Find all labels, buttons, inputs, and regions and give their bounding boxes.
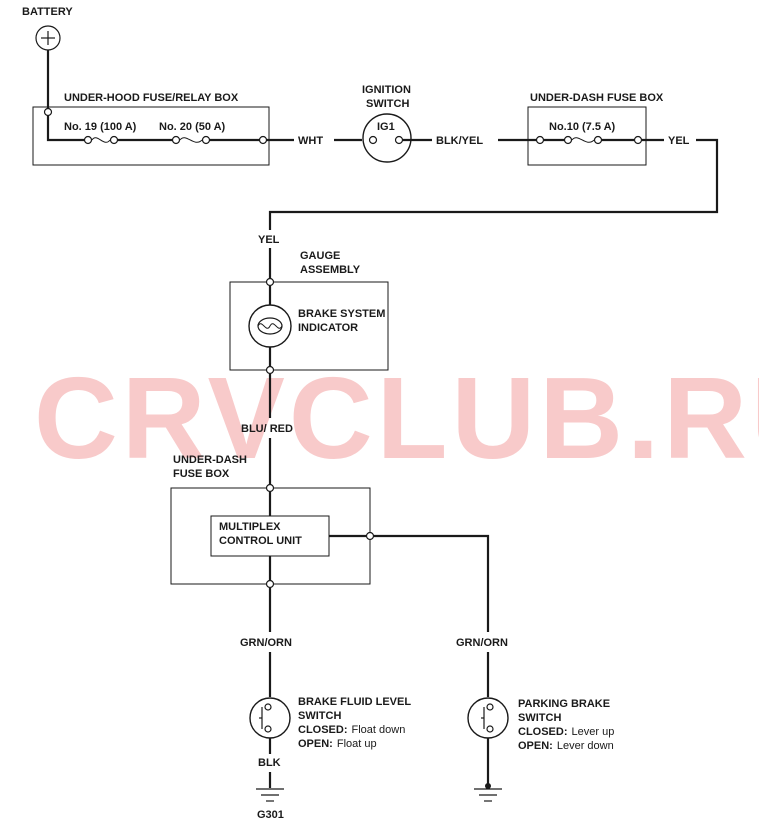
under-dash-fuse-box [527,106,647,166]
ignition-switch-label-2: SWITCH [366,98,409,110]
wire-blu-red-label: BLU/ RED [241,423,293,435]
wire-yel-route [268,138,719,230]
fuse-20-label: No. 20 (50 A) [159,121,226,133]
under-hood-fuse-box-label: UNDER-HOOD FUSE/RELAY BOX [64,92,239,104]
under-dash-fuse-box-2-label-1: UNDER-DASH [173,454,247,466]
wire-grn-orn-right-label: GRN/ORN [456,637,508,649]
wire-yel-right-label: YEL [668,135,690,147]
under-hood-fuse-box [32,106,270,166]
fluid-switch-label-2: SWITCH [298,710,341,722]
fuse-10-icon [571,137,595,143]
under-dash-fuse-box-2-label-2: FUSE BOX [173,468,230,480]
fluid-switch-open: OPEN: Float up [298,734,377,751]
fluid-switch-closed: CLOSED: Float down [298,720,405,737]
wire-wht-label: WHT [298,135,323,147]
mcu-label-1: MULTIPLEX [219,521,281,533]
parking-switch-open: OPEN: Lever down [518,736,614,753]
wire-grn-orn-left-label: GRN/ORN [240,637,292,649]
brake-fluid-level-switch-icon [249,697,291,739]
brake-indicator-label-2: INDICATOR [298,322,358,334]
brake-system-indicator-bulb-icon [248,304,292,348]
parking-switch-label-2: SWITCH [518,712,561,724]
ignition-switch [362,113,412,163]
ground-g301-label: G301 [257,809,284,821]
terminal [43,107,53,117]
brake-indicator-label-1: BRAKE SYSTEM [298,308,385,320]
fuse-19-label: No. 19 (100 A) [64,121,137,133]
fluid-switch-label-1: BRAKE FLUID LEVEL [298,696,411,708]
ground-junction-dot [485,783,491,789]
gauge-label-1: GAUGE [300,250,340,262]
battery-label: BATTERY [22,6,73,18]
wire-yel-down-label: YEL [258,234,280,246]
ground-g301-icon [256,788,284,802]
fuse-10-label: No.10 (7.5 A) [549,121,616,133]
wire-mcu-to-parking-switch [374,534,490,632]
wire-blk-yel-label: BLK/YEL [436,135,483,147]
ground-body-icon [474,788,502,802]
parking-switch-label-1: PARKING BRAKE [518,698,610,710]
fuse-20-icon [179,137,203,143]
ignition-switch-label-1: IGNITION [362,84,411,96]
fuse-19-icon [91,137,111,143]
gauge-assembly-box [229,281,389,371]
watermark: CRVCLUB.RU [34,353,759,483]
ignition-position-label: IG1 [377,121,395,133]
under-hood-internal-wire [46,112,88,142]
wire-blk-label: BLK [258,757,281,769]
battery-symbol [35,25,61,51]
under-dash-fuse-box-label: UNDER-DASH FUSE BOX [530,92,664,104]
mcu-label-2: CONTROL UNIT [219,535,302,547]
gauge-label-2: ASSEMBLY [300,264,361,276]
parking-switch-closed: CLOSED: Lever up [518,722,614,739]
parking-brake-switch-icon [467,697,509,739]
